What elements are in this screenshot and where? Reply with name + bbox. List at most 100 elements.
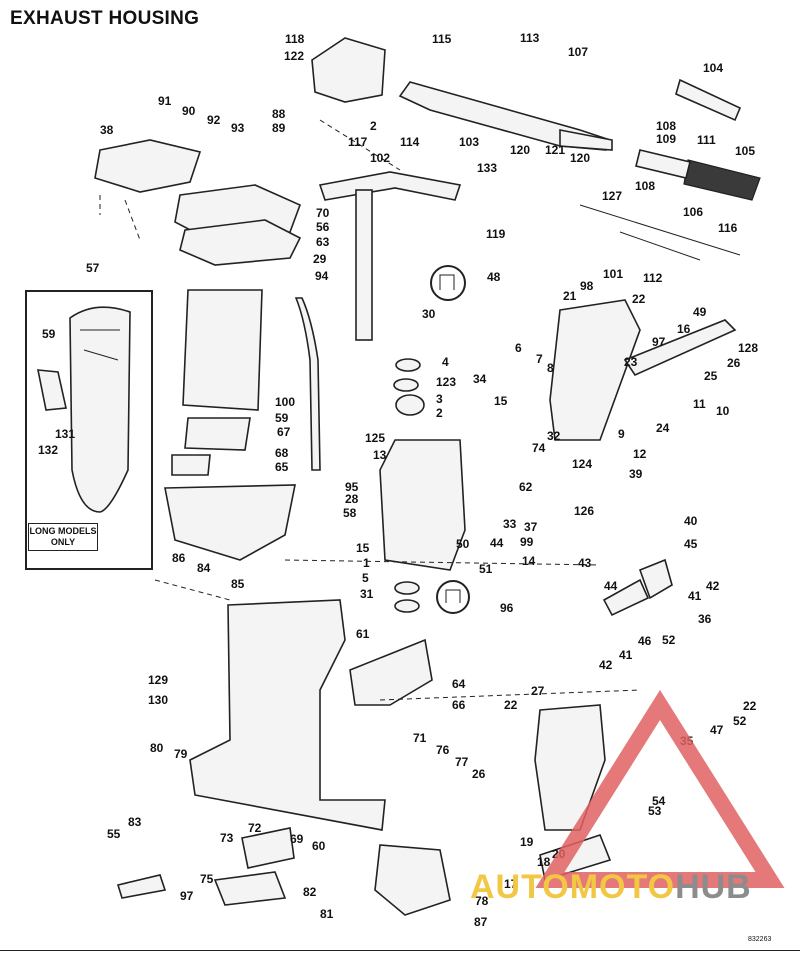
callout-label: 85: [231, 577, 245, 591]
callout-label: 26: [472, 767, 486, 781]
callout-label: 67: [277, 425, 291, 439]
callout-label: 59: [275, 411, 289, 425]
callout-label: 54: [652, 794, 666, 808]
callout-label: 88: [272, 107, 286, 121]
callout-label: 13: [373, 448, 387, 462]
callout-label: 99: [520, 535, 534, 549]
callout-label: 106: [683, 205, 703, 219]
callout-label: 55: [107, 827, 121, 841]
callout-label: 44: [604, 579, 618, 593]
callout-label: 94: [315, 269, 329, 283]
callout-label: 2: [436, 406, 443, 420]
callout-label: 109: [656, 132, 676, 146]
callout-label: 42: [599, 658, 613, 672]
callout-label: 49: [693, 305, 707, 319]
callout-label: 117: [348, 135, 368, 149]
callout-label: 89: [272, 121, 286, 135]
callout-label: 71: [413, 731, 427, 745]
callout-label: 113: [520, 31, 540, 45]
callout-label: 64: [452, 677, 466, 691]
callout-label: 62: [519, 480, 533, 494]
callout-label: 26: [727, 356, 741, 370]
callout-label: 59: [42, 327, 56, 341]
callout-label: 7: [536, 352, 543, 366]
callout-label: 36: [698, 612, 712, 626]
callout-label: 108: [656, 119, 676, 133]
callout-label: 103: [459, 135, 479, 149]
callout-label: 128: [738, 341, 758, 355]
callout-label: 102: [370, 151, 390, 165]
callout-label: 112: [643, 271, 663, 285]
callout-label: 104: [703, 61, 723, 75]
callout-label: 97: [180, 889, 194, 903]
alignment-lines: [99, 119, 641, 701]
callout-label: 78: [475, 894, 489, 908]
callout-label: 124: [572, 457, 592, 471]
watermark-logo: [535, 689, 785, 888]
callout-label: 27: [531, 684, 545, 698]
callout-label: 9: [618, 427, 625, 441]
callout-label: 127: [602, 189, 622, 203]
callout-label: 34: [473, 372, 487, 386]
callout-label: 16: [677, 322, 691, 336]
callout-label: 68: [275, 446, 289, 460]
callout-label: 118: [285, 32, 305, 46]
callout-label: 52: [662, 633, 676, 647]
gaskets: [116, 558, 673, 906]
callout-label: 120: [510, 143, 530, 157]
callout-label: 61: [356, 627, 370, 641]
callout-label: 116: [718, 221, 738, 235]
callout-label: 73: [220, 831, 234, 845]
callout-label: 101: [603, 267, 623, 281]
callout-label: 2: [370, 119, 377, 133]
page-title: EXHAUST HOUSING: [10, 8, 200, 29]
callout-label: 126: [574, 504, 594, 518]
callout-label: 129: [148, 673, 168, 687]
stern-bracket-upper: [549, 299, 737, 441]
callout-label: 15: [494, 394, 508, 408]
callout-label: 47: [710, 723, 724, 737]
callout-label: 28: [345, 492, 359, 506]
callout-label: 58: [343, 506, 357, 520]
callout-label: 5: [362, 571, 369, 585]
callout-label: 37: [524, 520, 538, 534]
callout-label: 25: [704, 369, 718, 383]
callout-labels: 118 115 113 122 107 104 91 90 92 93 88 8…: [38, 31, 758, 929]
callout-label: 133: [477, 161, 497, 175]
callout-label: 8: [547, 361, 554, 375]
long-model-exhaust-tube: [37, 306, 131, 513]
callout-label: 114: [400, 135, 420, 149]
callout-label: 84: [197, 561, 211, 575]
callout-label: 22: [504, 698, 518, 712]
exhaust-tube: [164, 289, 296, 561]
callout-label: 96: [500, 601, 514, 615]
callout-label: 10: [716, 404, 730, 418]
steering-cable: [579, 78, 761, 261]
callout-label: 11: [693, 397, 706, 411]
callout-label: 32: [547, 429, 561, 443]
callout-label: 115: [432, 32, 452, 46]
callout-label: 72: [248, 821, 262, 835]
callout-label: 97: [652, 335, 666, 349]
callout-label: 41: [688, 589, 702, 603]
callout-label: 86: [172, 551, 186, 565]
callout-label: 17: [504, 877, 518, 891]
callout-label: 98: [580, 279, 594, 293]
watermark-text: AUTOMOTOHUB: [470, 868, 752, 907]
drawing-code: 832263: [748, 936, 772, 943]
exhaust-housing: [189, 599, 451, 916]
callout-label: 29: [313, 252, 327, 266]
callout-label: 45: [684, 537, 698, 551]
callout-label: 105: [735, 144, 755, 158]
callout-label: 119: [486, 227, 506, 241]
callout-label: 130: [148, 693, 168, 707]
callout-label: 81: [320, 907, 334, 921]
swivel-bracket: [379, 358, 466, 571]
callout-label: 15: [356, 541, 370, 555]
callout-label: 21: [563, 289, 577, 303]
callout-label: 53: [648, 804, 662, 818]
callout-label: 18: [537, 855, 551, 869]
callout-label: 74: [532, 441, 546, 455]
callout-label: 3: [436, 392, 443, 406]
